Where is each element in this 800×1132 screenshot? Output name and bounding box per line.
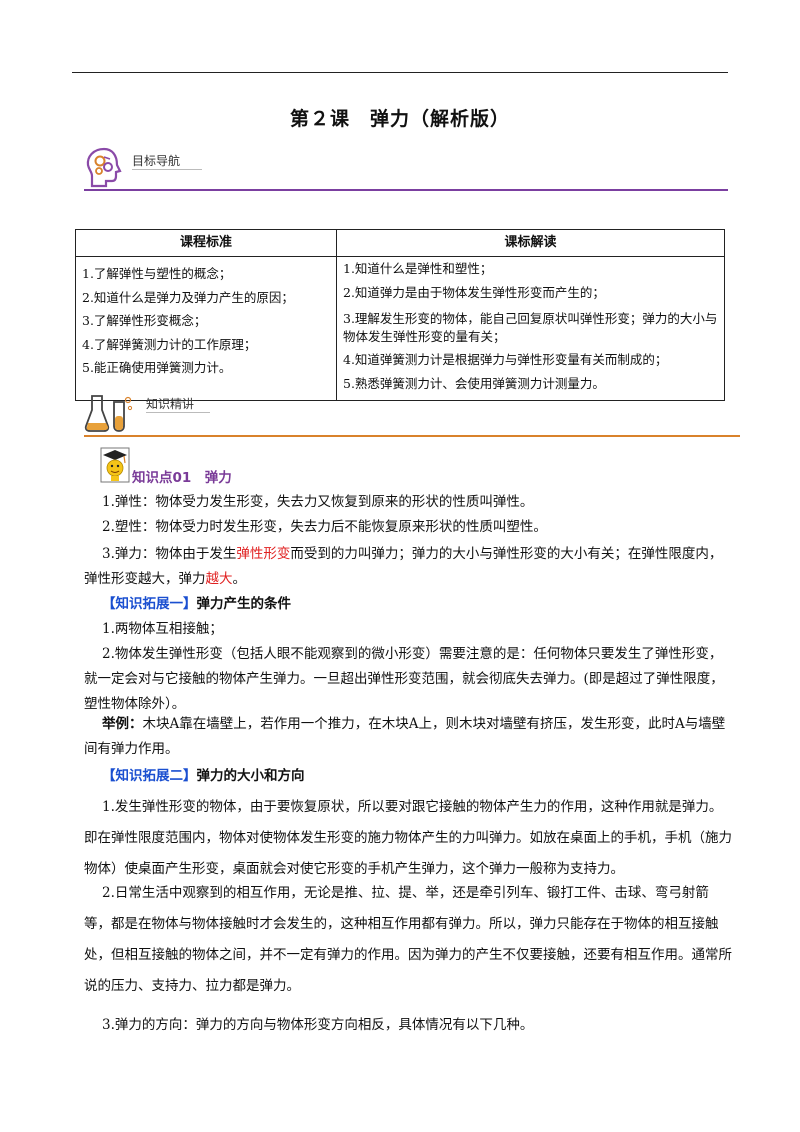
paragraph-contact: 1.两物体互相接触； [102,621,223,637]
list-item: 1.了解弹性与塑性的概念； [82,266,232,281]
knowledge-header: 知识精讲 [84,392,740,438]
table-header-interpretation: 课标解读 [336,229,725,257]
list-item: 1.知道什么是弹性和塑性； [343,261,493,276]
scholar-mascot-icon [100,447,130,483]
standards-cell: 1.了解弹性与塑性的概念； 2.知道什么是弹力及弹力产生的原因； 3.了解弹性形… [75,255,337,402]
example-text: 木块A靠在墙壁上，若作用一个推力，在木块A上，则木块对墙壁有挤压，发生形变，此时… [84,716,726,757]
paragraph-elastic-force: 3.弹力：物体由于发生弹性形变而受到的力叫弹力；弹力的大小与弹性形变的大小有关；… [84,542,732,592]
paragraph-deformation: 2.物体发生弹性形变（包括人眼不能观察到的微小形变）需要注意的是：任何物体只要发… [84,646,724,712]
extension-tag: 【知识拓展二】 [102,768,197,784]
list-item: 3.了解弹性形变概念； [82,313,207,328]
table-header-standards: 课程标准 [75,229,337,257]
brain-head-icon [86,147,122,188]
section-divider-orange [84,435,740,437]
knowledge-label: 知识精讲 [146,395,211,413]
interpretation-cell: 1.知道什么是弹性和塑性； 2.知道弹力是由于物体发生弹性形变而产生的； 3.理… [336,255,725,402]
paragraph-direction: 3.弹力的方向：弹力的方向与物体形变方向相反，具体情况有以下几种。 [102,1017,534,1033]
lab-flask-icon [84,395,133,432]
nav-header: 目标导航 [84,146,728,192]
standards-table: 课程标准 课标解读 1.了解弹性与塑性的概念； 2.知道什么是弹力及弹力产生的原… [75,229,725,402]
page-title: 第２课 弹力（解析版） [289,108,510,130]
paragraph-plasticity: 2.塑性：物体受力时发生形变，失去力后不能恢复原来形状的性质叫塑性。 [102,519,547,535]
list-item: 2.知道弹力是由于物体发生弹性形变而产生的； [343,284,605,300]
knowledge-point-title: 知识点01 弹力 [132,470,232,486]
top-rule [72,72,728,73]
emphasis-larger: 越大 [205,571,233,587]
extension-heading-2: 【知识拓展二】弹力的大小和方向 [84,764,732,789]
extension-heading-1: 【知识拓展一】弹力产生的条件 [84,592,732,617]
text-run: 。 [232,571,247,587]
paragraph-interaction: 2.日常生活中观察到的相互作用，无论是推、拉、提、举，还是牵引列车、锻打工件、击… [84,885,732,994]
extension-title: 弹力产生的条件 [196,596,292,612]
list-item: 4.知道弹簧测力计是根据弹力与弹性形变量有关而制成的； [343,352,668,368]
list-item: 2.知道什么是弹力及弹力产生的原因； [82,289,294,305]
section-divider-purple [84,189,728,191]
extension-title: 弹力的大小和方向 [196,768,305,784]
list-item: 5.熟悉弹簧测力计、会使用弹簧测力计测量力。 [343,375,605,391]
paragraph-magnitude: 1.发生弹性形变的物体，由于要恢复原状，所以要对跟它接触的物体产生力的作用，这种… [84,799,732,877]
text-run: 而受到的力叫弹力；弹力的大小与弹性形变的大小有关；在弹性限度内，弹性形变越大，弹… [84,546,723,587]
text-run: 3.弹力：物体由于发生 [102,546,237,562]
emphasis-elastic-deformation: 弹性形变 [236,546,291,562]
list-item: 5.能正确使用弹簧测力计。 [82,360,232,375]
nav-label: 目标导航 [132,152,203,170]
list-item: 3.理解发生形变的物体，能自己回复原状叫弹性形变；弹力的大小与物体发生弹性形变的… [343,311,718,345]
example-label: 举例： [102,716,143,732]
extension-tag: 【知识拓展一】 [102,596,197,612]
paragraph-example: 举例：木块A靠在墙壁上，若作用一个推力，在木块A上，则木块对墙壁有挤压，发生形变… [84,712,732,762]
paragraph-elasticity: 1.弹性：物体受力发生形变，失去力又恢复到原来的形状的性质叫弹性。 [102,494,534,510]
list-item: 4.了解弹簧测力计的工作原理； [82,336,257,352]
